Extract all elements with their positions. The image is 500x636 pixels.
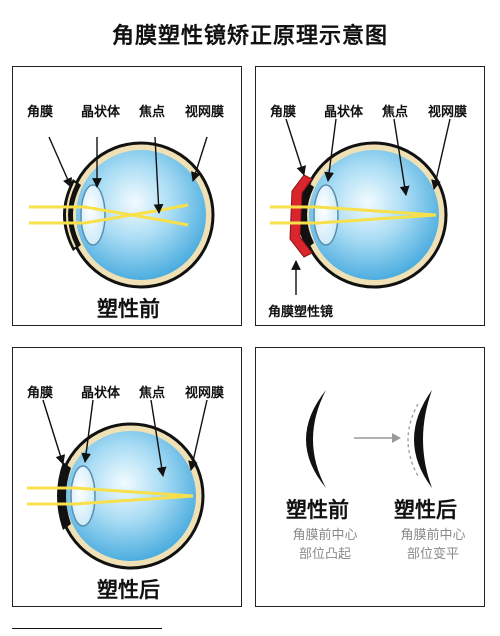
cornea-shape <box>63 179 81 251</box>
cornea-after-shape <box>414 390 432 488</box>
label-focus: 焦点 <box>139 386 166 401</box>
bottom-rule <box>12 628 162 629</box>
label-focus: 焦点 <box>139 105 166 120</box>
label-ortho-lens: 角膜塑性镜 <box>268 305 334 320</box>
caption-before: 塑性前 <box>97 297 160 321</box>
eyeball <box>300 141 448 289</box>
crystalline-lens <box>313 184 339 246</box>
label-retina: 视网膜 <box>185 386 225 401</box>
eye-diagram-ortho <box>270 118 451 295</box>
label-retina: 视网膜 <box>428 105 468 120</box>
cornea-shape <box>57 462 71 530</box>
label-focus: 焦点 <box>382 105 409 120</box>
caption-after: 塑性后 <box>97 578 160 602</box>
cornea-before-shape <box>306 390 326 488</box>
panel-with-ortho-lens: 角膜 晶状体 焦点 视网膜 角膜塑性镜 <box>255 66 485 326</box>
eyeball <box>67 141 215 289</box>
cornea-after-outline <box>407 403 419 477</box>
comparison-after-title: 塑性后 <box>394 498 457 522</box>
label-lens: 晶状体 <box>81 386 121 401</box>
cornea-comparison-diagram <box>306 390 432 488</box>
light-rays <box>27 486 194 506</box>
label-cornea: 角膜 <box>27 105 54 120</box>
panel-after: 角膜 晶状体 焦点 视网膜 塑性后 <box>12 347 242 607</box>
crystalline-lens <box>70 465 96 527</box>
light-rays <box>29 203 189 227</box>
label-retina: 视网膜 <box>185 105 225 120</box>
label-cornea: 角膜 <box>27 386 54 401</box>
light-rays <box>270 205 437 225</box>
label-lens: 晶状体 <box>324 105 364 120</box>
crystalline-lens <box>80 184 106 246</box>
label-cornea: 角膜 <box>270 105 297 120</box>
label-lens: 晶状体 <box>81 105 121 120</box>
comparison-before-desc: 角膜前中心 部位凸起 <box>292 528 358 562</box>
page-title: 角膜塑性镜矫正原理示意图 <box>111 24 388 49</box>
panel-before: 角膜 晶状体 焦点 视网膜 塑性前 <box>12 66 242 326</box>
eye-diagram-before <box>29 136 215 289</box>
comparison-after-desc: 角膜前中心 部位变平 <box>400 528 466 562</box>
eye-diagram-after <box>27 399 208 570</box>
comparison-before-title: 塑性前 <box>286 498 349 522</box>
panel-comparison: 塑性前 角膜前中心 部位凸起 塑性后 角膜前中心 部位变平 <box>255 347 485 607</box>
